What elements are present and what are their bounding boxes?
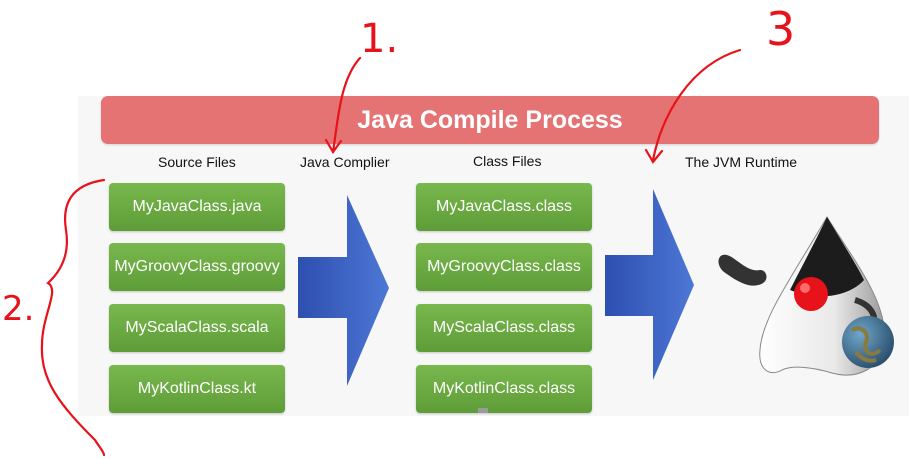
smudge-mark bbox=[478, 408, 488, 413]
annotation-arrow-1 bbox=[331, 56, 362, 154]
source-file-box: MyJavaClass.java bbox=[109, 183, 285, 231]
source-file-box: MyGroovyClass.groovy bbox=[109, 243, 285, 291]
java-compiler-label: Java Complier bbox=[300, 154, 390, 170]
class-file-box: MyKotlinClass.class bbox=[416, 365, 592, 413]
jvm-runtime-label: The JVM Runtime bbox=[685, 154, 798, 170]
compile-arrow bbox=[298, 195, 389, 386]
runtime-arrow bbox=[605, 189, 694, 380]
handwritten-annotations bbox=[40, 48, 742, 457]
class-file-box: MyJavaClass.class bbox=[416, 183, 592, 231]
class-file-box: MyScalaClass.class bbox=[416, 304, 592, 352]
annotation-arrow-3-head bbox=[644, 148, 664, 164]
class-files-label: Class Files bbox=[473, 153, 542, 169]
annotation-arrow-1-head bbox=[324, 138, 343, 155]
annotation-number-1: 1. bbox=[360, 16, 398, 62]
source-files-label: Source Files bbox=[158, 154, 236, 170]
source-file-box: MyKotlinClass.kt bbox=[109, 365, 285, 413]
class-file-box: MyGroovyClass.class bbox=[416, 243, 592, 291]
annotation-number-3: 3 bbox=[766, 2, 795, 56]
annotation-arrow-3 bbox=[651, 48, 742, 162]
page-title: Java Compile Process bbox=[357, 105, 623, 134]
source-file-box: MyScalaClass.scala bbox=[109, 304, 285, 352]
annotation-brace bbox=[40, 178, 106, 457]
annotation-number-2: 2. bbox=[2, 289, 34, 329]
duke-mascot-icon bbox=[718, 216, 894, 376]
title-banner: Java Compile Process bbox=[101, 96, 879, 144]
